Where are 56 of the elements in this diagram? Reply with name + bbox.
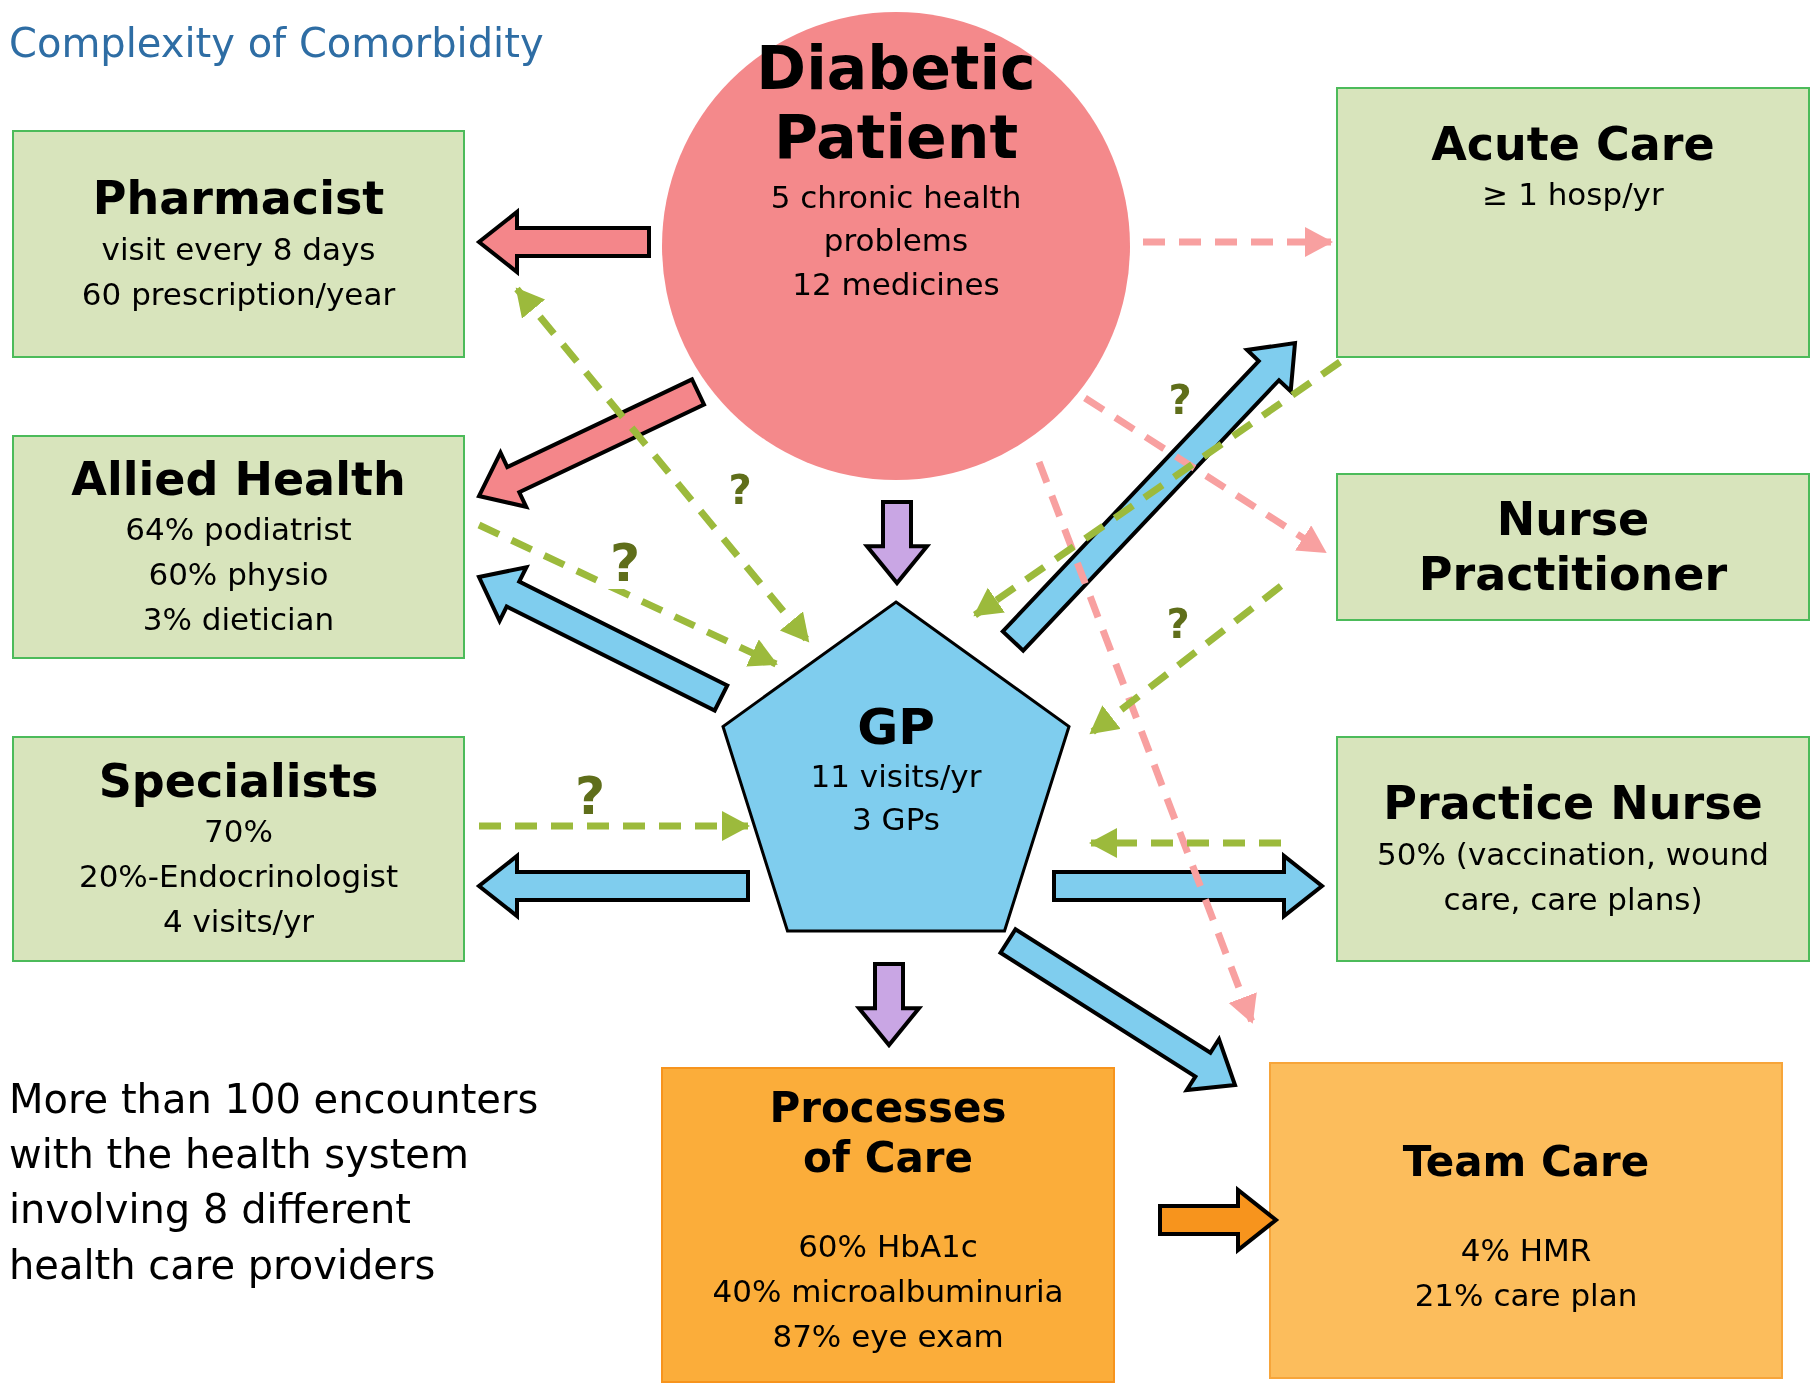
text-box: [12, 130, 465, 358]
node-heading: Practice Nurse: [1383, 776, 1763, 832]
text-box: [661, 1067, 1115, 1383]
node-text: 50% (vaccination, wound care, care plans): [1376, 834, 1770, 919]
node-text: 11 visits/yr: [810, 757, 982, 796]
block-arrow: [999, 340, 1298, 654]
node-heading: Nurse Practitioner: [1417, 491, 1729, 603]
node-heading: Team Care: [1401, 1137, 1651, 1188]
node-text: 3% dietician: [142, 600, 335, 640]
node-text: 60 prescription/year: [81, 274, 396, 314]
node-text: 12 medicines: [792, 264, 1000, 304]
node-text: 4% HMR: [1460, 1230, 1592, 1270]
node-heading: GP: [857, 700, 935, 755]
node-text: 87% eye exam: [772, 1316, 1004, 1356]
node-text: 5 chronic health problems: [769, 178, 1023, 261]
block-arrow: [475, 207, 651, 277]
node-text: 21% care plan: [1414, 1275, 1638, 1315]
text-box: [1336, 473, 1810, 621]
text-box: [1336, 736, 1810, 962]
block-arrow: [997, 926, 1238, 1093]
block-arrow: [476, 564, 730, 714]
block-arrow: [476, 376, 707, 510]
text-box: [1336, 87, 1810, 358]
text-box: [12, 736, 465, 962]
node-text: 60% physio: [148, 555, 329, 595]
dashed-arrow: [514, 286, 811, 644]
block-arrow: [862, 500, 932, 587]
node-text: 60% HbA1c: [798, 1226, 978, 1266]
block-arrow: [1052, 851, 1326, 921]
text-box: [1269, 1062, 1783, 1379]
node-text: 70%: [204, 812, 273, 852]
node-heading: Allied Health: [71, 452, 406, 508]
block-arrow: [1158, 1185, 1280, 1255]
text-box: [12, 435, 465, 659]
block-arrow: [475, 851, 750, 921]
title: Complexity of Comorbidity: [9, 19, 544, 68]
dashed-arrow: [973, 359, 1342, 618]
note-text: More than 100 encounters with the health system involving 8 different health care providers: [9, 1075, 539, 1290]
dashed-arrow: [477, 521, 778, 668]
node-heading: Pharmacist: [92, 171, 385, 227]
dashed-arrow: [1088, 583, 1284, 736]
node-text: 3 GPs: [852, 800, 940, 840]
pentagon-node: [721, 600, 1071, 933]
block-arrow: [854, 962, 924, 1049]
node-text: visit every 8 days: [101, 229, 376, 269]
dashed-arrow: [1035, 460, 1257, 1024]
node-text: ≥ 1 hosp/yr: [1482, 175, 1664, 215]
node-heading: Processes of Care: [768, 1083, 1008, 1184]
node-text: 20%-Endocrinologist: [78, 857, 399, 897]
node-text: 40% microalbuminuria: [712, 1271, 1064, 1311]
node-heading: Specialists: [98, 754, 379, 810]
node-text: 64% podiatrist: [125, 510, 352, 550]
node-text: 4 visits/yr: [162, 902, 315, 942]
dashed-arrow: [1083, 395, 1327, 555]
node-heading: Acute Care: [1431, 117, 1715, 173]
node-heading: Diabetic Patient: [755, 34, 1037, 172]
